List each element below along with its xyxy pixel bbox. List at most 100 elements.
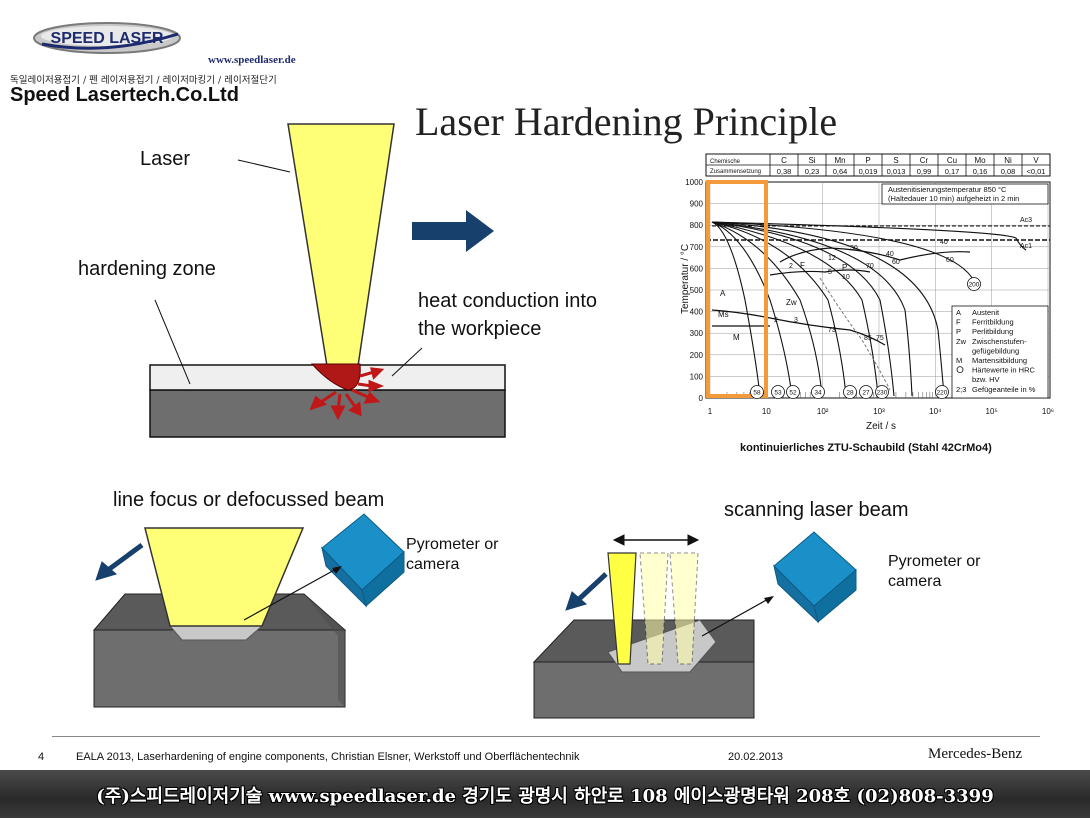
table-header-2: Mn bbox=[834, 156, 845, 165]
x-tick-5: 10⁵ bbox=[986, 407, 998, 416]
legend-key-8: 2;3 bbox=[956, 385, 966, 394]
x-tick-3: 10³ bbox=[873, 407, 885, 416]
hardness-circle-2 bbox=[786, 385, 800, 399]
legend-key-1: F bbox=[956, 318, 961, 327]
y-tick-400: 400 bbox=[690, 308, 704, 317]
x-tick-0: 1 bbox=[708, 407, 713, 416]
scanning-title: scanning laser beam bbox=[724, 499, 909, 521]
fraction-label-8: 2 bbox=[774, 317, 778, 324]
hardness-circle-4 bbox=[843, 385, 857, 399]
feed-direction-arrow-right bbox=[565, 572, 608, 611]
table-value-6: 0,17 bbox=[945, 167, 960, 176]
cooling-curves bbox=[711, 221, 1027, 397]
company-footer-bar bbox=[0, 770, 1090, 818]
legend-text-2: Perlitbildung bbox=[972, 327, 1013, 336]
hardness-value-1: 53 bbox=[774, 389, 782, 396]
legend-text-1: Ferritbildung bbox=[972, 318, 1014, 327]
y-tick-100: 100 bbox=[690, 372, 704, 381]
scanning-beam bbox=[607, 552, 637, 665]
logo-company: Speed Lasertech.Co.Ltd bbox=[10, 84, 239, 106]
block-side bbox=[304, 594, 345, 707]
fraction-label-10: 73 bbox=[828, 327, 836, 334]
feed-direction-arrow bbox=[95, 542, 144, 581]
heat-conduction-label-2: the workpiece bbox=[418, 318, 542, 340]
chart-ylabel: Temperatur / °C bbox=[680, 244, 691, 314]
table-row-label-2: Zusammensetzung bbox=[710, 169, 761, 175]
laser-principle-diagram bbox=[149, 123, 506, 438]
company-footer-text: (주)스피드레이저기술 www.speedlaser.de 경기도 광명시 하안… bbox=[96, 786, 994, 807]
y-tick-800: 800 bbox=[690, 221, 704, 230]
legend-text-5: Martensitbildung bbox=[972, 356, 1027, 365]
page-title: Laser Hardening Principle bbox=[415, 99, 838, 144]
composition-table: C0,38Si0,23Mn0,64P0,019S0,013Cr0,99Cu0,1… bbox=[705, 153, 1051, 177]
fraction-label-4: 60 bbox=[892, 259, 900, 266]
table-value-8: 0,08 bbox=[1001, 167, 1016, 176]
line-focus-beam bbox=[144, 527, 305, 627]
chart-xlabel: Zeit / s bbox=[866, 421, 896, 432]
table-header-0: C bbox=[781, 156, 787, 165]
hardening-zone-label: hardening zone bbox=[78, 258, 216, 280]
footer-text: EALA 2013, Laserhardening of engine comp… bbox=[76, 751, 580, 763]
scan-range-arrow bbox=[612, 534, 700, 546]
logo-korean-products: 독일레이저용접기 / 펜 레이저용접기 / 레이저마킹기 / 레이저절단기 bbox=[10, 75, 277, 86]
legend-text-3: Zwischenstufen- bbox=[972, 337, 1027, 346]
fraction-label-9: 3 bbox=[794, 317, 798, 324]
scanning-beam-diagram bbox=[532, 531, 857, 719]
hardness-circle-6 bbox=[875, 385, 889, 399]
laser-beam bbox=[287, 123, 395, 367]
pyrometer-cube-right bbox=[773, 531, 857, 624]
region-label-4: P bbox=[842, 263, 847, 272]
pyrometer-cube-left bbox=[321, 513, 405, 608]
hardness-circle-7 bbox=[935, 385, 949, 399]
line-focus-diagram bbox=[92, 513, 405, 708]
pyrometer-label-right-2: camera bbox=[888, 573, 942, 590]
block-front bbox=[93, 629, 346, 708]
legend-text-7: bzw. HV bbox=[972, 375, 1000, 384]
legend-text-0: Austenit bbox=[972, 308, 1000, 317]
fraction-label-12: 75 bbox=[876, 335, 884, 342]
fraction-ac-40: 40 bbox=[940, 239, 948, 246]
hardness-value-8: 200 bbox=[969, 281, 980, 288]
phase-boundaries bbox=[711, 247, 971, 346]
table-header-4: S bbox=[893, 156, 898, 165]
fast-cooling-highlight bbox=[706, 180, 768, 398]
cct-diagram: C0,38Si0,23Mn0,64P0,019S0,013Cr0,99Cu0,1… bbox=[680, 153, 1054, 432]
region-label-5: Zw bbox=[786, 298, 797, 307]
y-tick-200: 200 bbox=[690, 351, 704, 360]
y-tick-700: 700 bbox=[690, 243, 704, 252]
table-header-3: P bbox=[865, 156, 870, 165]
legend-key-2: P bbox=[956, 327, 961, 336]
logo-url[interactable]: www.speedlaser.de bbox=[208, 54, 296, 66]
hardness-circle-1 bbox=[771, 385, 785, 399]
footer-page-number: 4 bbox=[38, 751, 45, 763]
hardness-circle-5 bbox=[859, 385, 873, 399]
table-header-6: Cu bbox=[947, 156, 957, 165]
table-header-7: Mo bbox=[974, 156, 986, 165]
chart-info-1: Austenitisierungstemperatur 850 °C bbox=[888, 185, 1007, 194]
footer-divider bbox=[52, 736, 1040, 737]
legend-text-8: Gefügeanteile in % bbox=[972, 385, 1036, 394]
table-value-0: 0,38 bbox=[777, 167, 792, 176]
pyrometer-label-left-2: camera bbox=[406, 556, 460, 573]
laser-label: Laser bbox=[140, 148, 191, 170]
x-tick-1: 10 bbox=[762, 407, 771, 416]
fraction-label-2: 30 bbox=[850, 245, 858, 252]
table-value-2: 0,64 bbox=[833, 167, 848, 176]
hardness-value-2: 52 bbox=[789, 389, 797, 396]
hardness-circle-8 bbox=[967, 277, 981, 291]
y-tick-0: 0 bbox=[699, 394, 704, 403]
legend-key-3: Zw bbox=[956, 337, 967, 346]
fraction-label-5: 70 bbox=[866, 263, 874, 270]
hardness-value-4: 28 bbox=[846, 389, 854, 396]
y-tick-300: 300 bbox=[690, 329, 704, 338]
chart-info-2: (Haltedauer 10 min) aufgeheizt in 2 min bbox=[888, 194, 1019, 203]
x-tick-2: 10² bbox=[817, 407, 829, 416]
logo-brand: SPEED LASER bbox=[51, 30, 164, 47]
region-label-0: A bbox=[720, 289, 726, 298]
x-tick-4: 10⁴ bbox=[929, 407, 942, 416]
hardness-value-0: 58 bbox=[753, 389, 761, 396]
region-label-3: F bbox=[800, 261, 805, 270]
hardness-value-5: 27 bbox=[862, 389, 870, 396]
fraction-label-1: 12 bbox=[828, 255, 836, 262]
fraction-ac-60: 60 bbox=[946, 257, 954, 264]
